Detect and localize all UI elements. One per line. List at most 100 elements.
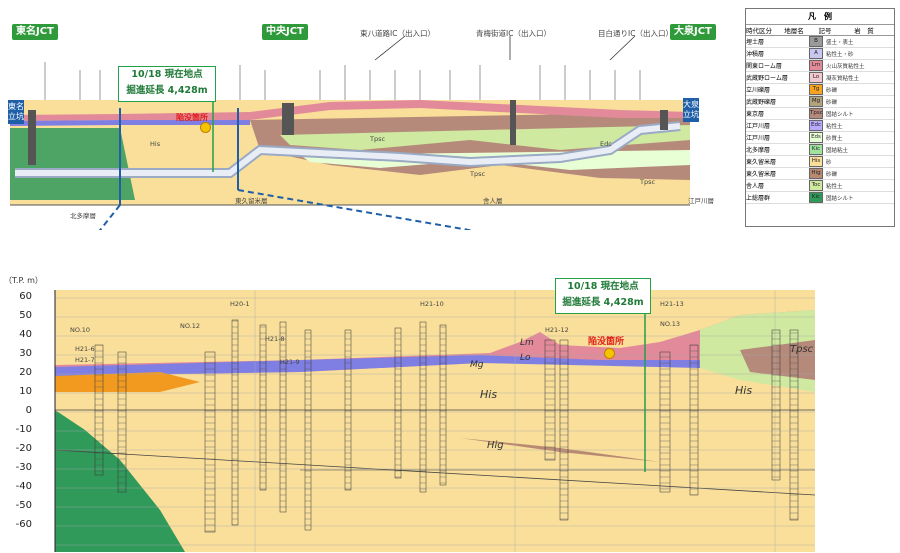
overview-profile	[10, 35, 690, 230]
y-tick-label: -50	[15, 500, 32, 511]
legend-title: 凡 例	[808, 12, 832, 21]
boring-label: H21-9	[280, 358, 300, 366]
legend-layer-name: 上総層群	[746, 195, 771, 202]
zoom-collapse-marker	[604, 348, 615, 359]
zoom-callout: 10/18 現在地点 掘進延長 4,428m	[555, 278, 651, 314]
overview-bottom-label-3: 舎人層	[483, 197, 503, 205]
legend-swatch: Tpsc	[809, 108, 823, 119]
legend-swatch: Lo	[809, 72, 823, 83]
overview-layer-his: His	[150, 140, 161, 148]
legend-layer-name: 埋土層	[746, 39, 765, 46]
y-tick-label: 50	[19, 310, 32, 321]
y-tick-label: -20	[15, 443, 32, 454]
zoom-layer-his-2: His	[735, 384, 753, 397]
legend-layer-name: 関東ローム層	[746, 63, 782, 70]
zoom-gravel	[55, 372, 200, 392]
y-tick-label: 0	[25, 405, 32, 416]
y-tick-label: -30	[15, 462, 32, 473]
road-ticks	[44, 62, 641, 100]
legend-swatch: Tg	[809, 84, 823, 95]
zoom-layer-lm: Lm	[520, 338, 534, 348]
toc-layer	[280, 125, 690, 150]
oizumi-jct-badge: 大泉JCT	[670, 24, 716, 40]
legend-description: 砂礫	[826, 87, 838, 94]
chuo-shaft	[282, 103, 294, 135]
zoom-axis-unit: （T.P. m）	[4, 276, 43, 285]
oizumi-shaft	[660, 110, 668, 130]
legend-description: 固結シルト	[826, 111, 854, 118]
ic-label-tohachi: 東八道路IC（出入口）	[360, 29, 435, 38]
legend-swatch: Edc	[809, 120, 823, 131]
zoom-kitatama	[55, 410, 185, 552]
oizumi-shaft-tag: 大泉立坑	[683, 98, 699, 122]
legend-swatch: A	[809, 48, 823, 59]
legend-layer-name: 武蔵野ローム層	[746, 75, 788, 82]
overview-callout: 10/18 現在地点 掘進延長 4,428m	[118, 66, 216, 102]
zoom-layer-lo: Lo	[520, 353, 531, 363]
zoom-loam	[55, 310, 815, 376]
kitatama-layer	[10, 128, 135, 200]
boring-label: NO.12	[180, 322, 201, 330]
overview-layer-tpsc-2: Tpsc	[470, 170, 486, 178]
overview-collapse-marker	[200, 122, 211, 133]
legend-description: 固結シルト	[826, 195, 854, 202]
zoom-alluvium	[55, 355, 700, 376]
overview-layer-tpsc-3: Tpsc	[640, 178, 656, 186]
legend-description: 砂礫	[826, 171, 838, 178]
boring-label: H21-10	[420, 300, 444, 308]
zoom-layer-mg: Mg	[470, 360, 484, 370]
legend-swatch: Mg	[809, 96, 823, 107]
legend-layer-name: 東久留米層	[746, 171, 777, 178]
legend-layer-name: 江戸川層	[746, 135, 771, 142]
legend-description: 粘性土・砂	[826, 51, 854, 58]
legend-swatch: His	[809, 156, 823, 167]
y-tick-label: 30	[19, 348, 32, 359]
legend-description: 火山灰質粘性土	[826, 63, 865, 70]
legend-swatch: Eds	[809, 132, 823, 143]
zoom-layer-tpsc: Tpsc	[790, 344, 814, 355]
legend-layer-name: 沖積層	[746, 51, 765, 58]
legend-swatch: Toc	[809, 180, 823, 191]
legend-description: 盛土・表土	[826, 39, 854, 46]
boring-label: NO.10	[70, 326, 91, 334]
y-tick-label: 10	[19, 386, 32, 397]
legend-layer-name: 武蔵野礫層	[746, 99, 777, 106]
y-tick-label: -10	[15, 424, 32, 435]
boring-label: NO.13	[660, 320, 681, 328]
legend-description: 粘性土	[826, 183, 843, 190]
legend-swatch: Hig	[809, 168, 823, 179]
legend-description: 固結粘土	[826, 147, 849, 154]
loam-band	[10, 100, 690, 121]
chuo-jct-badge: 中央JCT	[262, 24, 308, 40]
boreholes	[94, 319, 799, 533]
y-tick-label: -60	[15, 519, 32, 530]
legend-header: 時代区分 地層名 記号 岩 質	[746, 24, 894, 36]
y-tick-label: 60	[19, 291, 32, 302]
legend-layer-name: 北多摩層	[746, 147, 771, 154]
y-tick-label: 20	[19, 367, 32, 378]
legend-layer-name: 東京層	[746, 111, 765, 118]
overview-bottom-label-4: 江戸川層	[688, 197, 714, 205]
legend-description: 凝灰質粘性土	[826, 75, 860, 82]
legend-description: 砂礫	[826, 99, 838, 106]
legend-description: 砂	[826, 159, 832, 166]
legend-description: 砂質土	[826, 135, 843, 142]
tomei-shaft	[28, 110, 36, 165]
boring-label: H20-1	[230, 300, 250, 308]
zoom-layer-his: His	[480, 388, 498, 401]
boring-label: H21-8	[265, 335, 285, 343]
boring-label: H21-7	[75, 356, 95, 364]
overview-layer-edc: Edc	[600, 140, 612, 148]
